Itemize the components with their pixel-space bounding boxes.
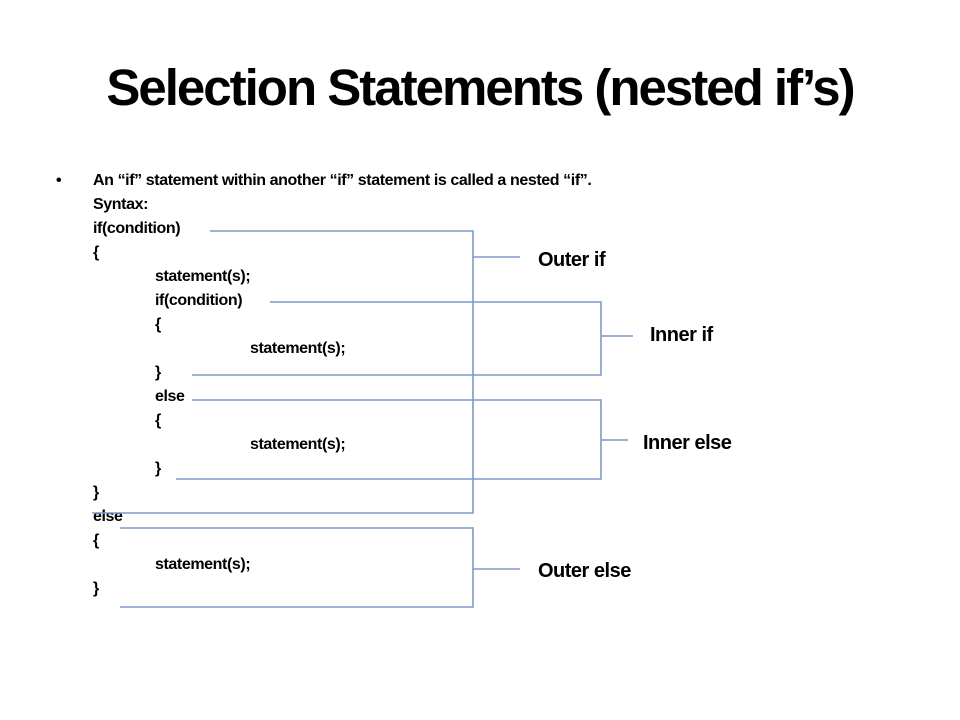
code-line: Syntax: [93, 196, 148, 213]
slide-title: Selection Statements (nested if’s) [106, 59, 855, 116]
body-text-block: An “if” statement within another “if” st… [93, 169, 933, 601]
code-line: } [155, 460, 161, 477]
code-line: else [155, 388, 185, 405]
code-line: { [155, 412, 161, 429]
bullet-marker: • [56, 172, 62, 189]
label-inner-if: Inner if [650, 324, 713, 346]
code-line: statement(s); [155, 556, 251, 573]
label-outer-if: Outer if [538, 249, 606, 271]
code-line: } [155, 364, 161, 381]
code-line: if(condition) [93, 220, 181, 237]
inner-if-bracket [192, 301, 602, 376]
label-outer-else: Outer else [538, 560, 631, 582]
code-line: } [93, 580, 99, 597]
bullet-text: An “if” statement within another “if” st… [93, 172, 592, 189]
code-line: } [93, 484, 99, 501]
code-line: if(condition) [155, 292, 243, 309]
code-line: statement(s); [250, 340, 346, 357]
outer-if-bracket [92, 230, 474, 514]
label-inner-else: Inner else [643, 432, 732, 454]
code-line: { [93, 532, 99, 549]
inner-else-bracket [176, 399, 602, 480]
code-line: statement(s); [155, 268, 251, 285]
outer-else-bracket [120, 527, 474, 608]
code-line: statement(s); [250, 436, 346, 453]
code-line: { [93, 244, 99, 261]
code-line: { [155, 316, 161, 333]
